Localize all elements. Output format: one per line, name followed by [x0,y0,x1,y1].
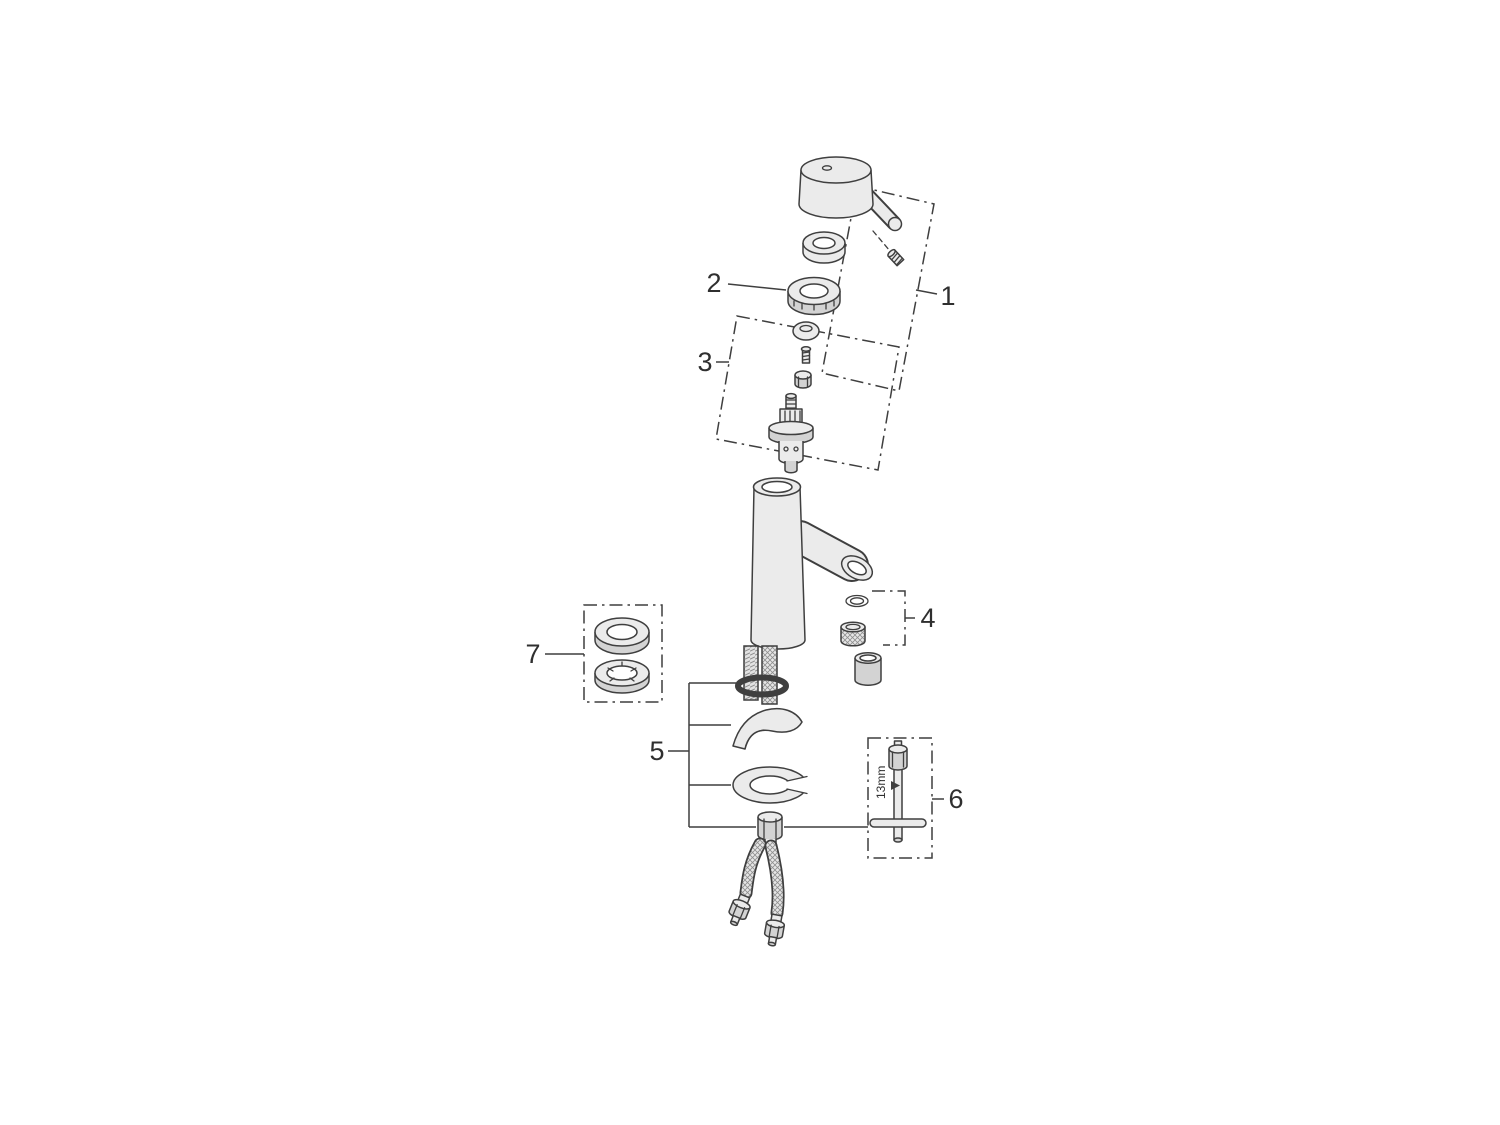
lever-handle [798,156,903,232]
part-label-4: 4 [920,603,935,633]
part-label-5: 5 [649,736,664,766]
part-label-1: 1 [940,281,955,311]
supply-shank [735,645,789,705]
group-box-3 [715,315,900,471]
aerator-oring [845,594,869,608]
cartridge-nut [794,370,812,389]
base-oring [735,674,789,698]
part-label-2: 2 [706,268,721,298]
handle-cap-ring [802,231,846,264]
label-1-leader [915,289,938,295]
mounting-saddle [732,707,803,750]
faucet-body [750,477,874,650]
cartridge-screw [800,346,812,364]
group-box-6: 13mm [867,737,933,859]
base-ring-bottom [594,659,650,694]
escutcheon-collar [787,276,841,316]
socket-tool [869,740,927,843]
label-5-bracket [668,682,868,828]
hose-fitting-right [763,913,786,947]
supply-hoses [728,837,786,947]
screw-axis-line [872,230,891,252]
tool-pointer-icon [891,781,900,790]
aerator-insert [840,621,866,647]
part-label-3: 3 [697,347,712,377]
cartridge-cap [792,321,820,341]
aerator-shell [854,652,882,686]
handle-screw [887,248,905,267]
part-label-7: 7 [525,639,540,669]
hose-fitting-left [728,893,751,927]
part-label-6: 6 [948,784,963,814]
horseshoe-washer [732,766,814,804]
cartridge [768,392,814,474]
group-box-7 [583,604,663,703]
base-ring-top [594,617,650,655]
label-2-leader [727,283,787,291]
group-bracket-4 [872,590,906,646]
tool-size-label: 13mm [874,766,888,799]
